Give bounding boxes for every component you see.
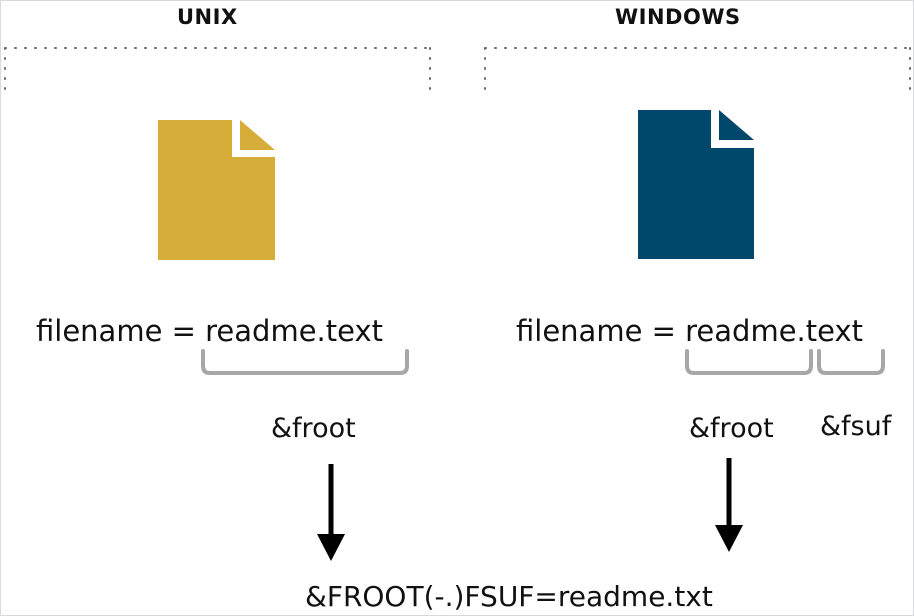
unix-froot-bracket bbox=[201, 349, 409, 375]
unix-heading: UNIX bbox=[177, 5, 238, 29]
windows-dotted-region bbox=[484, 47, 911, 99]
combined-result-expression: &FROOT(-.)FSUF=readme.txt bbox=[305, 580, 713, 613]
windows-froot-label: &froot bbox=[689, 413, 774, 444]
windows-fsuf-bracket bbox=[817, 349, 885, 375]
unix-froot-label: &froot bbox=[271, 413, 356, 444]
windows-filename-equation: filename = readme.text bbox=[516, 314, 863, 348]
unix-dotted-region bbox=[4, 47, 431, 99]
unix-arrow-down-icon bbox=[317, 464, 345, 561]
windows-heading: WINDOWS bbox=[615, 5, 741, 29]
unix-filename-equation: filename = readme.text bbox=[36, 314, 383, 348]
unix-document-icon bbox=[158, 120, 275, 260]
windows-arrow-down-icon bbox=[715, 458, 743, 552]
windows-document-icon bbox=[638, 110, 754, 259]
windows-fsuf-label: &fsuf bbox=[820, 411, 892, 442]
windows-froot-bracket bbox=[685, 349, 813, 375]
